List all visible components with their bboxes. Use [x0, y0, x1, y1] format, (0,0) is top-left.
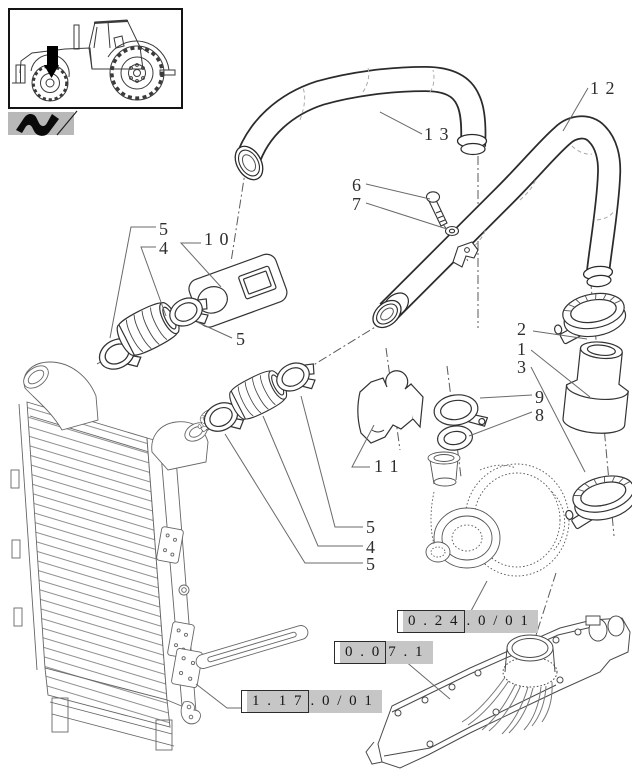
clamp-sleeve-set-upper	[93, 253, 288, 382]
callout-12[interactable]: 1 2	[590, 78, 616, 98]
radiator-drawing	[10, 361, 309, 751]
hose-icon	[16, 113, 59, 136]
callout-13[interactable]: 1 3	[424, 124, 450, 144]
support-bracket-11	[357, 370, 424, 444]
intake-manifold-drawing	[365, 615, 631, 769]
callout-5b[interactable]: 5	[236, 329, 246, 349]
leader-lines	[109, 87, 591, 709]
callout-3[interactable]: 3	[517, 357, 527, 377]
callout-1[interactable]: 1	[517, 339, 527, 359]
reducer-sleeve-1	[562, 341, 629, 434]
clamp-9-gasket-8	[433, 394, 489, 451]
tractor-thumbnail	[8, 8, 183, 109]
ref-boxed-part: 0 . 2 4	[397, 610, 465, 633]
callout-5d[interactable]: 5	[366, 554, 376, 574]
callout-4a[interactable]: 4	[159, 238, 169, 258]
callout-7[interactable]: 7	[352, 194, 362, 214]
ref-rest-part: . 0 / 0 1	[464, 610, 538, 633]
location-highlight	[44, 46, 59, 78]
ref-boxed-part: 0 . 0	[334, 641, 387, 664]
clamp-2-sleeve-1-clamp-3	[549, 288, 632, 532]
callout-5c[interactable]: 5	[366, 517, 376, 537]
tractor-locator-art	[12, 19, 176, 102]
callout-9[interactable]: 9	[535, 387, 545, 407]
callout-6[interactable]: 6	[352, 175, 362, 195]
section-tab	[8, 110, 78, 136]
bolt-and-nut-drawing	[425, 191, 460, 237]
elbow-connector-10	[188, 253, 288, 328]
ref-0-24-0-01[interactable]: 0 . 2 4. 0 / 0 1	[397, 610, 538, 633]
callout-8[interactable]: 8	[535, 405, 545, 425]
callout-10[interactable]: 1 0	[204, 229, 230, 249]
turbocharger-drawing	[425, 451, 570, 577]
ref-rest-part: 7 . 1	[386, 641, 433, 664]
ref-rest-part: . 0 / 0 1	[308, 690, 382, 713]
callout-5a[interactable]: 5	[159, 219, 169, 239]
ref-boxed-part: 1 . 1 7	[241, 690, 309, 713]
callout-4b[interactable]: 4	[366, 537, 376, 557]
clamp-sleeve-set-lower	[198, 353, 324, 443]
callout-2[interactable]: 2	[517, 319, 527, 339]
callout-11[interactable]: 1 1	[374, 456, 400, 476]
hose-13-drawing	[234, 65, 488, 181]
hose-12-drawing	[372, 115, 622, 329]
ref-1-17-0-01[interactable]: 1 . 1 7. 0 / 0 1	[241, 690, 382, 713]
